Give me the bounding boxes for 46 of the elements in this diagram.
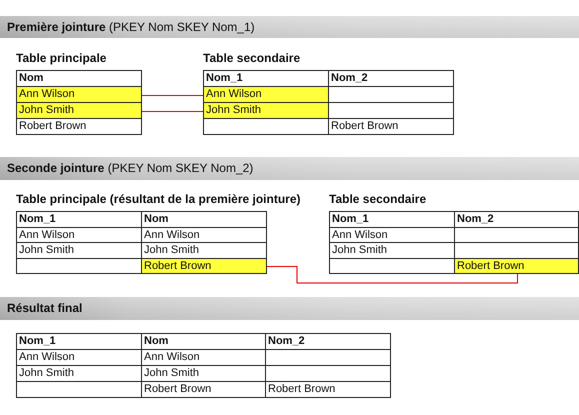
table-cell: Robert Brown xyxy=(329,119,454,135)
column-header: Nom_2 xyxy=(329,71,454,87)
highlighted-cell: Robert Brown xyxy=(142,258,267,274)
table-title: Table secondaire xyxy=(329,191,426,207)
table-cell xyxy=(17,382,142,398)
table-cell: Ann Wilson xyxy=(142,350,266,366)
highlighted-cell: Ann Wilson xyxy=(17,87,142,103)
column-header: Nom_2 xyxy=(455,212,579,228)
column-header: Nom xyxy=(142,334,266,350)
table-cell: John Smith xyxy=(17,243,142,258)
column-header: Nom_1 xyxy=(330,212,455,228)
highlighted-cell: John Smith xyxy=(204,103,329,119)
connector-line xyxy=(142,95,204,96)
table-title: Table principale (résultant de la première jointure) xyxy=(16,191,301,207)
highlighted-cell: John Smith xyxy=(17,103,142,119)
connector-line xyxy=(266,266,518,284)
table-cell xyxy=(455,228,579,243)
highlighted-cell: Ann Wilson xyxy=(204,87,329,103)
table-cell xyxy=(329,103,454,119)
column-header: Nom_2 xyxy=(266,334,391,350)
table-cell: Ann Wilson xyxy=(330,228,455,243)
table-cell: Ann Wilson xyxy=(17,350,142,366)
table-cell: Ann Wilson xyxy=(142,228,267,243)
table-cell: Robert Brown xyxy=(17,119,142,135)
table-cell: John Smith xyxy=(142,366,266,382)
table-cell xyxy=(330,258,455,274)
connector-line xyxy=(142,111,204,112)
table-title: Table principale xyxy=(16,50,106,66)
table-cell xyxy=(204,119,329,135)
column-header: Nom_1 xyxy=(17,212,142,228)
table-cell: Robert Brown xyxy=(266,382,391,398)
column-header: Nom_1 xyxy=(17,334,142,350)
table-cell xyxy=(266,366,391,382)
table-cell: John Smith xyxy=(17,366,142,382)
section-header: Seconde jointure (PKEY Nom SKEY Nom_2) xyxy=(0,157,579,180)
table-cell: John Smith xyxy=(330,243,455,258)
table-title: Table secondaire xyxy=(203,50,300,66)
table-cell: Ann Wilson xyxy=(17,228,142,243)
table-cell xyxy=(17,258,142,274)
table-cell xyxy=(329,87,454,103)
column-header: Nom xyxy=(142,212,267,228)
section-header: Première jointure (PKEY Nom SKEY Nom_1) xyxy=(0,16,579,38)
highlighted-cell: Robert Brown xyxy=(455,258,579,274)
table-cell xyxy=(266,350,391,366)
section-header: Résultat final xyxy=(0,297,579,320)
table-cell: Robert Brown xyxy=(142,382,266,398)
